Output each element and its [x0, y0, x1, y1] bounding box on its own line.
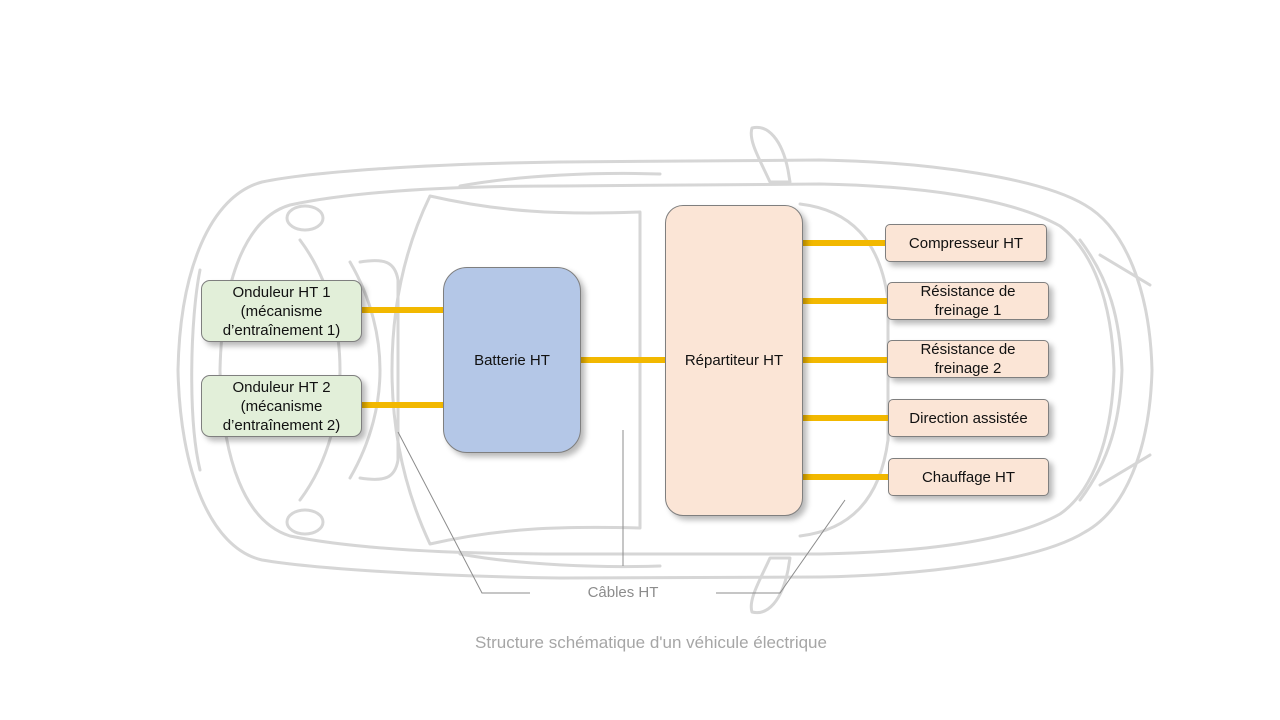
cable-inverter1-battery — [362, 307, 444, 313]
cable-distributor-compressor — [802, 240, 886, 246]
cable-distributor-brake1 — [802, 298, 888, 304]
distributor-box: Répartiteur HT — [665, 205, 803, 516]
consumer-steering-line1: Direction assistée — [909, 409, 1028, 427]
consumer-brake1-line2: freinage 1 — [934, 302, 1002, 319]
inverter-2-box: Onduleur HT 2 (mécanisme d’entraînement … — [201, 375, 362, 437]
consumer-power-steering: Direction assistée — [888, 399, 1049, 437]
inverter-1-line3: d’entraînement 1) — [222, 321, 341, 339]
consumer-brake-resistor-2: Résistance de freinage 2 — [887, 340, 1049, 378]
inverter-2-line3: d’entraînement 2) — [222, 416, 341, 434]
cable-distributor-heating — [802, 474, 889, 480]
consumer-heating-line1: Chauffage HT — [921, 468, 1016, 486]
consumer-brake-resistor-1: Résistance de freinage 1 — [887, 282, 1049, 320]
cable-distributor-brake2 — [802, 357, 888, 363]
diagram-caption: Structure schématique d'un véhicule élec… — [475, 633, 827, 652]
distributor-label: Répartiteur HT — [684, 352, 784, 369]
battery-box: Batterie HT — [443, 267, 581, 453]
consumer-heating: Chauffage HT — [888, 458, 1049, 496]
battery-label: Batterie HT — [474, 351, 550, 369]
cable-distributor-steering — [802, 415, 889, 421]
consumer-compressor-line1: Compresseur HT — [908, 234, 1024, 252]
consumer-brake1-line1: Résistance de — [920, 283, 1016, 300]
consumer-compressor: Compresseur HT — [885, 224, 1047, 262]
cable-inverter2-battery — [362, 402, 444, 408]
consumer-brake2-line2: freinage 2 — [934, 360, 1002, 377]
inverter-1-line2: (mécanisme — [240, 302, 323, 320]
inverter-2-line1: Onduleur HT 2 — [232, 378, 331, 396]
inverter-1-line1: Onduleur HT 1 — [232, 283, 331, 301]
consumer-brake2-line1: Résistance de — [920, 341, 1016, 358]
inverter-1-box: Onduleur HT 1 (mécanisme d’entraînement … — [201, 280, 362, 342]
cables-label: Câbles HT — [587, 584, 659, 601]
cable-battery-distributor — [580, 357, 666, 363]
inverter-2-line2: (mécanisme — [240, 397, 323, 415]
